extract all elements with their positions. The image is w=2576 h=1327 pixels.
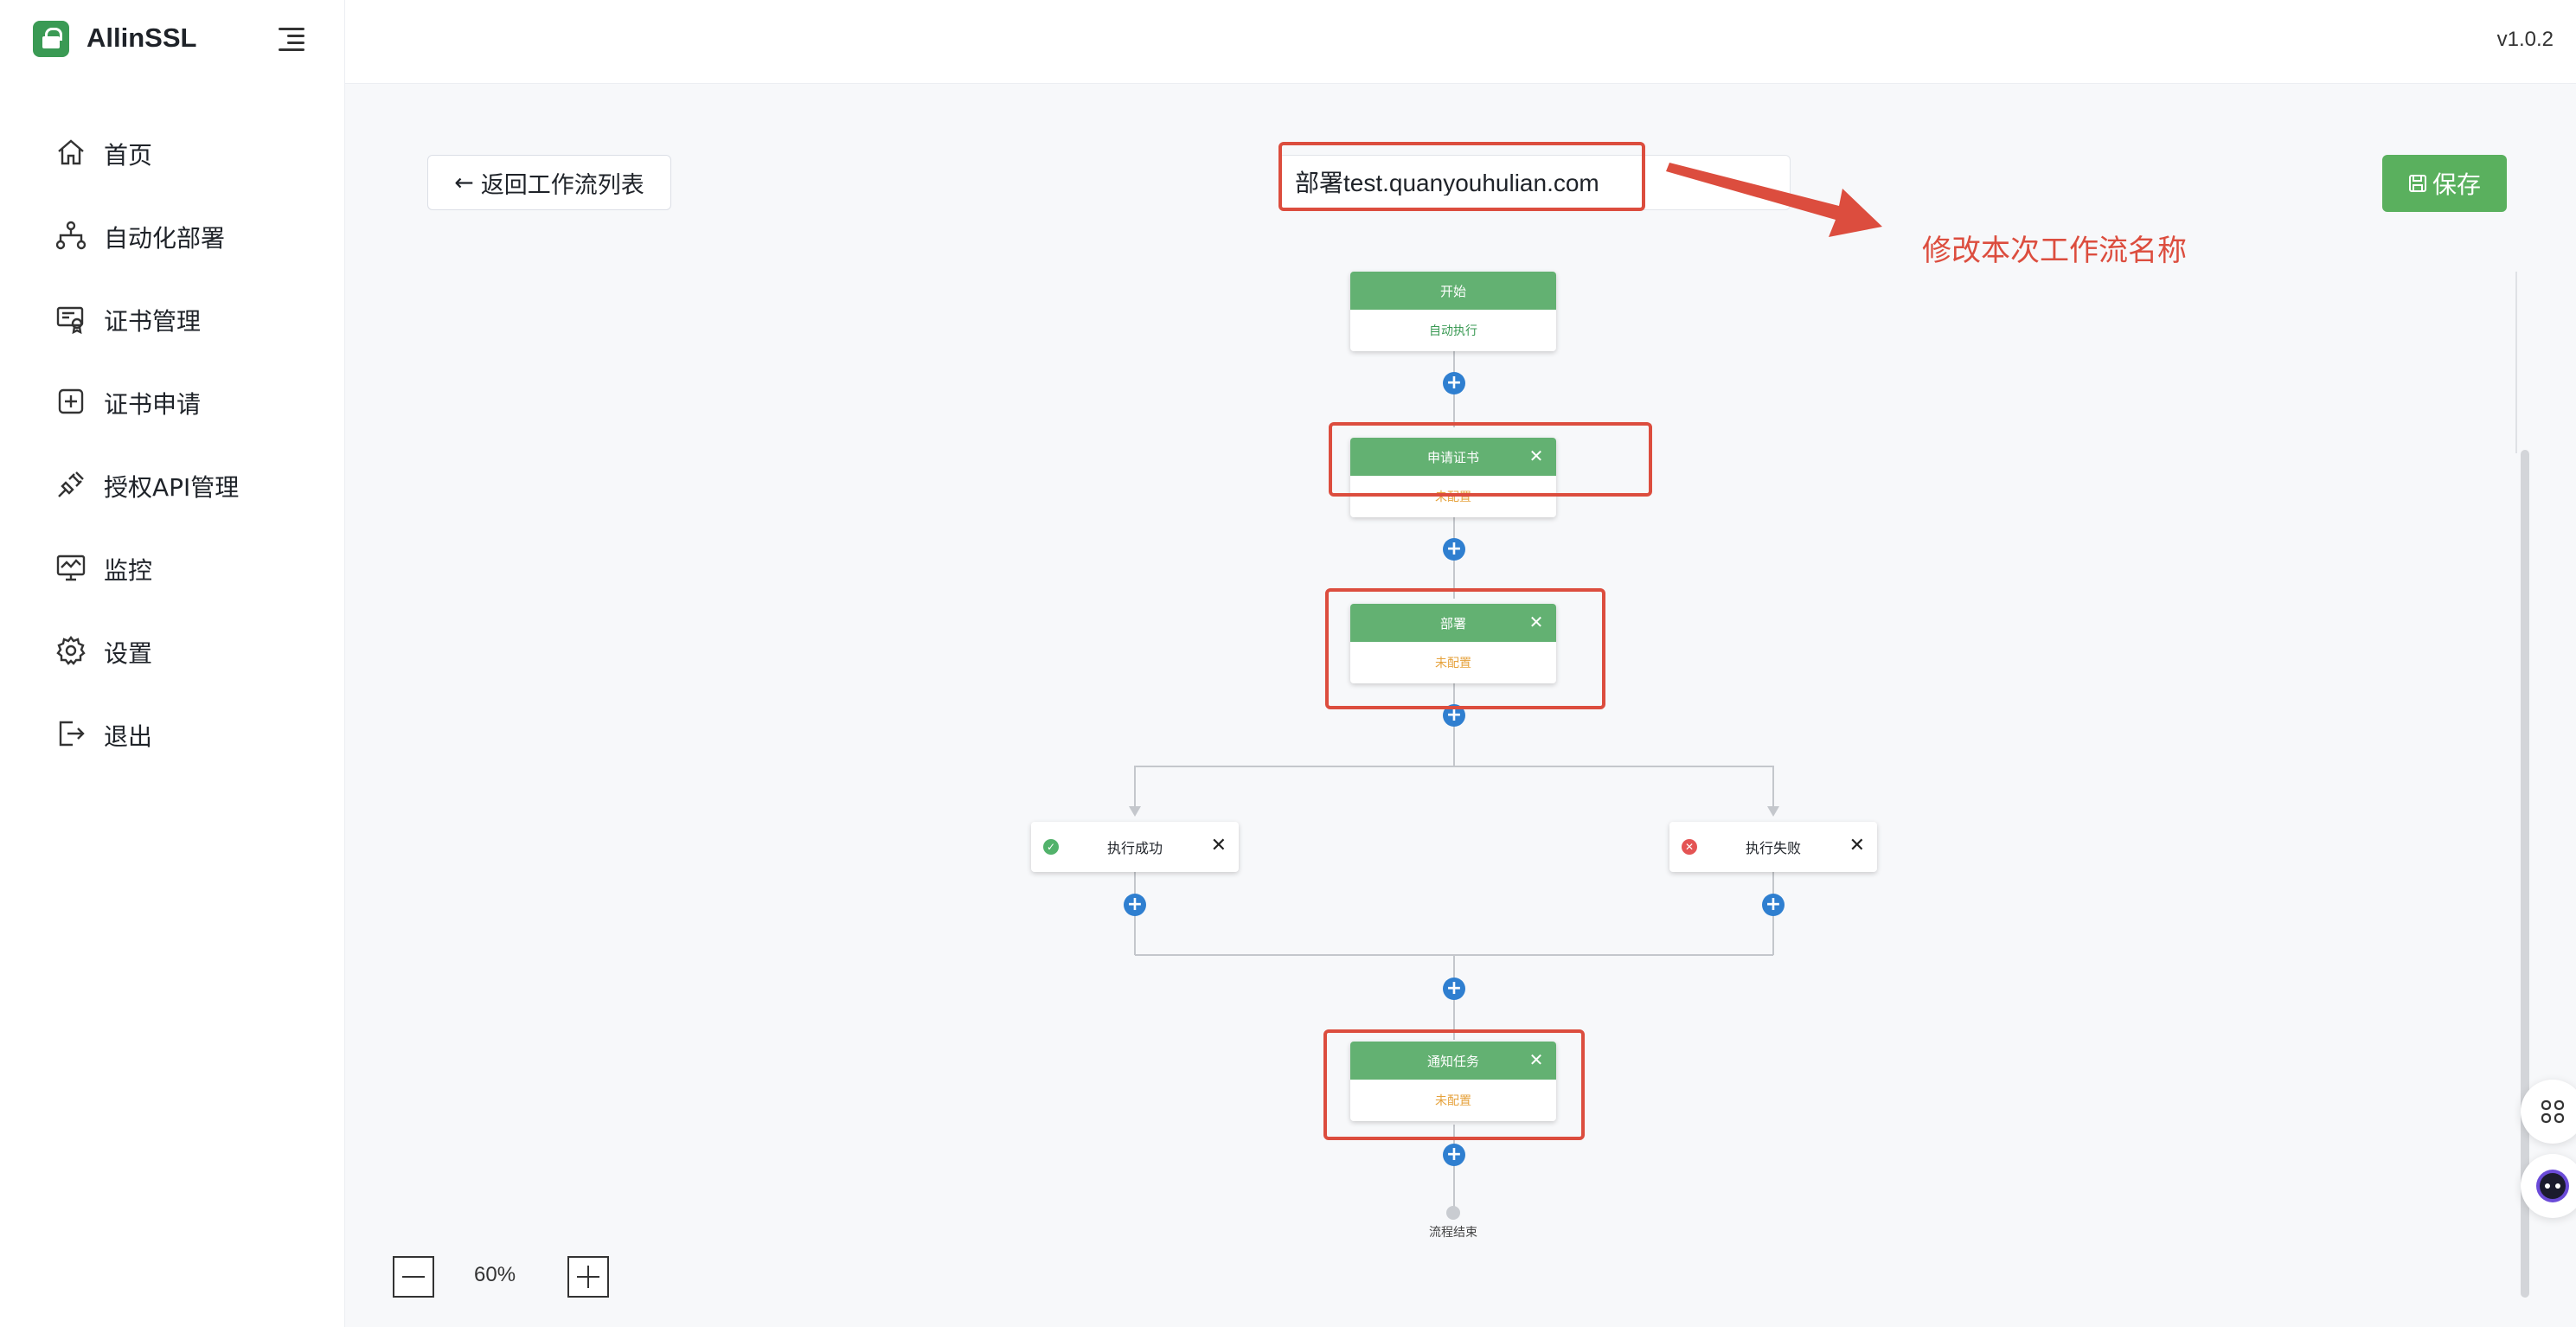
node-status: 自动执行 (1429, 324, 1477, 338)
arrow-left-icon: ← (454, 169, 474, 196)
sidebar-item-home[interactable]: 首页 (0, 111, 344, 194)
minus-icon (402, 1276, 425, 1278)
back-to-list-button[interactable]: ← 返回工作流列表 (427, 155, 671, 210)
close-icon[interactable]: ✕ (1849, 835, 1865, 856)
sidebar-collapse-icon[interactable] (279, 28, 304, 51)
sidebar-item-cert-apply[interactable]: 证书申请 (0, 360, 344, 443)
flow-end-dot (1446, 1206, 1460, 1220)
branch-label: 执行成功 (1106, 840, 1163, 856)
node-title: 开始 (1439, 283, 1466, 299)
shortcut-float-button[interactable] (2521, 1080, 2576, 1144)
flow-node-start[interactable]: 开始 自动执行 (1350, 272, 1556, 351)
certificate-icon (56, 306, 84, 334)
check-circle-icon: ✓ (1043, 839, 1059, 855)
sidebar-item-label: 授权API管理 (104, 473, 240, 502)
monitor-icon (56, 555, 86, 581)
add-node-button[interactable]: + (1443, 538, 1465, 561)
error-circle-icon: ✕ (1682, 839, 1697, 855)
sidebar-item-api[interactable]: 授权API管理 (0, 443, 344, 526)
highlight-deploy (1325, 588, 1605, 709)
sidebar-item-logout[interactable]: 退出 (0, 692, 344, 775)
node-title: 申请证书 (1426, 449, 1479, 465)
add-node-button[interactable]: + (1124, 894, 1146, 916)
save-button[interactable]: 保存 (2382, 155, 2507, 212)
app-logo (33, 21, 69, 57)
sidebar-item-deploy[interactable]: 自动化部署 (0, 194, 344, 277)
sidebar-item-cert-manage[interactable]: 证书管理 (0, 277, 344, 360)
close-icon[interactable]: ✕ (1528, 446, 1544, 466)
node-status: 未配置 (1435, 1094, 1471, 1108)
plus-square-icon (58, 388, 84, 414)
sidebar-item-label: 证书申请 (104, 390, 202, 419)
save-button-label: 保存 (2432, 170, 2481, 199)
version-label: v1.0.2 (2496, 28, 2554, 51)
sidebar-item-settings[interactable]: 设置 (0, 609, 344, 692)
scrollbar-thumb[interactable] (2521, 450, 2529, 1298)
save-icon (2408, 175, 2426, 192)
highlight-notify (1323, 1029, 1585, 1140)
flow-end-label: 流程结束 (1429, 1226, 1477, 1240)
logout-icon (59, 721, 85, 747)
gear-icon (56, 636, 86, 665)
branch-fail[interactable]: ✕ 执行失败 ✕ (1669, 822, 1877, 872)
branch-label: 执行失败 (1745, 840, 1801, 856)
sidebar-item-monitor[interactable]: 监控 (0, 526, 344, 609)
back-button-label: 返回工作流列表 (480, 171, 644, 199)
api-plug-icon (58, 471, 84, 497)
zoom-level: 60% (474, 1263, 516, 1286)
annotation-text: 修改本次工作流名称 (1922, 234, 2187, 268)
sidebar-item-label: 首页 (104, 141, 153, 170)
sidebar-item-label: 证书管理 (104, 307, 202, 336)
workflow-icon (55, 221, 87, 250)
command-icon (2541, 1099, 2565, 1124)
node-status: 未配置 (1435, 657, 1471, 670)
sidebar-item-label: 自动化部署 (104, 224, 226, 253)
flow-node-deploy[interactable]: 部署 ✕ 未配置 (1350, 604, 1556, 683)
brand-name: AllinSSL (87, 22, 197, 53)
node-title: 部署 (1439, 615, 1466, 631)
node-title: 通知任务 (1426, 1053, 1479, 1069)
flow-node-notify[interactable]: 通知任务 ✕ 未配置 (1350, 1042, 1556, 1121)
assistant-float-button[interactable] (2521, 1154, 2576, 1218)
zoom-out-button[interactable] (393, 1256, 434, 1298)
sidebar: AllinSSL 首页 自动化部署 证书管理 证书申请 授 (0, 0, 345, 1327)
zoom-in-button[interactable] (567, 1256, 609, 1298)
home-icon (58, 139, 84, 165)
close-icon[interactable]: ✕ (1528, 612, 1544, 632)
top-header: v1.0.2 (345, 0, 2576, 84)
close-icon[interactable]: ✕ (1528, 1049, 1544, 1070)
add-node-button[interactable]: + (1443, 372, 1465, 394)
add-node-button[interactable]: + (1762, 894, 1785, 916)
close-icon[interactable]: ✕ (1210, 835, 1227, 856)
sidebar-nav: 首页 自动化部署 证书管理 证书申请 授权API管理 监控 (0, 111, 344, 775)
highlight-apply-cert (1329, 422, 1652, 497)
add-node-button[interactable]: + (1443, 978, 1465, 1000)
branch-success[interactable]: ✓ 执行成功 ✕ (1031, 822, 1239, 872)
sidebar-item-label: 设置 (104, 639, 153, 668)
highlight-name-field (1278, 142, 1645, 211)
add-node-button[interactable]: + (1443, 1144, 1465, 1166)
workflow-name-field[interactable] (1278, 155, 1791, 210)
sidebar-item-label: 监控 (104, 556, 153, 585)
assistant-face-icon (2536, 1170, 2569, 1202)
annotation-arrow (1666, 163, 1882, 237)
sidebar-item-label: 退出 (104, 722, 153, 751)
scrollbar-track (2515, 272, 2517, 453)
